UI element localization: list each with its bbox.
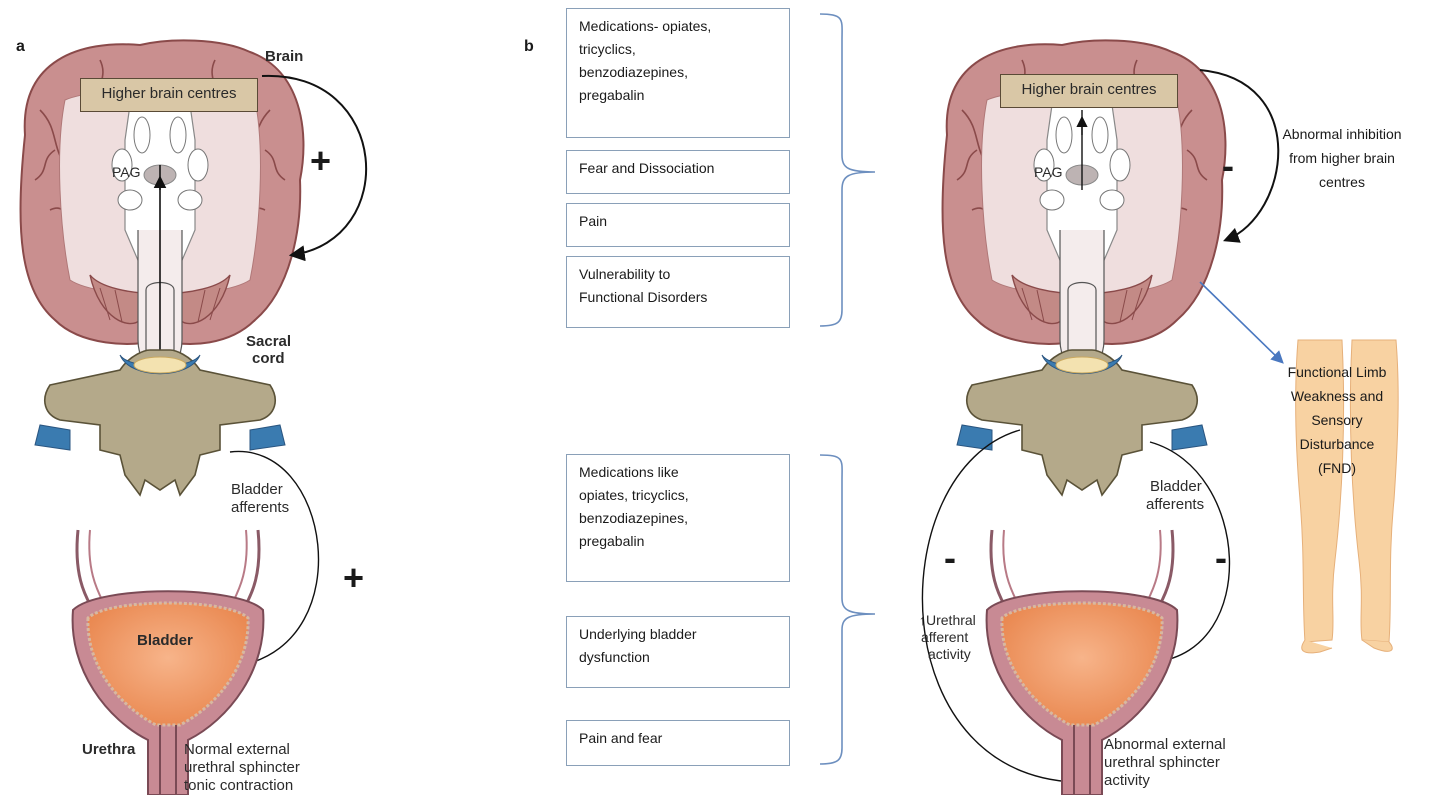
lower-bracket [820, 455, 875, 764]
lower-box-pain-fear: Pain and fear [566, 720, 790, 766]
fnd-note: Functional Limb Weakness and Sensory Dis… [1262, 360, 1412, 480]
lower-box-pain-fear-line: Pain and fear [579, 727, 777, 750]
normal-sphincter-3: tonic contraction [184, 777, 293, 794]
upper-box-vulnerability-line: Functional Disorders [579, 286, 777, 309]
lower-box-medications-line: opiates, tricyclics, [579, 484, 777, 507]
abnormal-inhibition-line: from higher brain [1262, 146, 1422, 170]
upper-box-medications-line: benzodiazepines, [579, 61, 777, 84]
urethral-afferent-1: ↑Urethral [919, 612, 976, 629]
fnd-line: Functional Limb [1262, 360, 1412, 384]
panel-b-bladder-afferents-1: Bladder [1150, 478, 1202, 495]
fnd-arrow-icon [1200, 282, 1282, 362]
abnormal-inhibition-line: Abnormal inhibition [1262, 122, 1422, 146]
bladder-label: Bladder [137, 632, 193, 649]
upper-box-vulnerability-line: Vulnerability to [579, 263, 777, 286]
fnd-line: Disturbance [1262, 432, 1412, 456]
upper-box-fear-line: Fear and Dissociation [579, 157, 777, 180]
upper-box-pain: Pain [566, 203, 790, 247]
panel-a-sacral-spine [35, 350, 285, 495]
urethral-afferent-2: afferent [921, 629, 968, 646]
fnd-line: Weakness and [1262, 384, 1412, 408]
upper-box-fear-dissociation: Fear and Dissociation [566, 150, 790, 194]
brain-label: Brain [265, 48, 303, 65]
sacral-cord-label-1: Sacral [246, 333, 291, 350]
panel-a-bladder-afferents-2: afferents [231, 499, 289, 516]
panel-b-brain-minus-sign: - [1222, 148, 1234, 184]
panel-b-higher-brain-centres: Higher brain centres [1000, 74, 1178, 108]
lower-box-medications-line: pregabalin [579, 530, 777, 553]
panel-b-left-minus-sign: - [944, 540, 956, 576]
upper-box-medications: Medications- opiates, tricyclics, benzod… [566, 8, 790, 138]
upper-box-pain-line: Pain [579, 210, 777, 233]
abnormal-inhibition-note: Abnormal inhibition from higher brain ce… [1262, 122, 1422, 194]
upper-bracket [820, 14, 875, 326]
fnd-line: Sensory [1262, 408, 1412, 432]
normal-sphincter-2: urethral sphincter [184, 759, 300, 776]
panel-a-brain-plus-sign: + [310, 143, 331, 179]
panel-b-right-minus-sign: - [1215, 540, 1227, 576]
lower-box-bladder-dysfunction: Underlying bladder dysfunction [566, 616, 790, 688]
abnormal-sphincter-3: activity [1104, 772, 1150, 789]
urethra-label: Urethra [82, 741, 135, 758]
lower-box-medications-line: Medications like [579, 461, 777, 484]
upper-box-vulnerability: Vulnerability to Functional Disorders [566, 256, 790, 328]
lower-box-dysfunction-line: Underlying bladder [579, 623, 777, 646]
panel-a-bladder-afferents-1: Bladder [231, 481, 283, 498]
lower-box-medications: Medications like opiates, tricyclics, be… [566, 454, 790, 582]
panel-a-bladder-plus-sign: + [343, 560, 364, 596]
panel-b-sacral-spine [957, 350, 1207, 495]
lower-box-dysfunction-line: dysfunction [579, 646, 777, 669]
abnormal-sphincter-1: Abnormal external [1104, 736, 1226, 753]
sacral-cord-label-2: cord [252, 350, 285, 367]
upper-box-medications-line: Medications- opiates, [579, 15, 777, 38]
lower-box-medications-line: benzodiazepines, [579, 507, 777, 530]
abnormal-inhibition-line: centres [1262, 170, 1422, 194]
panel-b-letter: b [524, 38, 534, 56]
panel-a-higher-brain-centres: Higher brain centres [80, 78, 258, 112]
upper-box-medications-line: pregabalin [579, 84, 777, 107]
fnd-line: (FND) [1262, 456, 1412, 480]
panel-b-pag-label: PAG [1034, 164, 1063, 181]
panel-a-pag-label: PAG [112, 164, 141, 181]
upper-box-medications-line: tricyclics, [579, 38, 777, 61]
urethral-afferent-3: activity [928, 646, 971, 663]
normal-sphincter-1: Normal external [184, 741, 290, 758]
abnormal-sphincter-2: urethral sphincter [1104, 754, 1220, 771]
panel-a-letter: a [16, 38, 25, 56]
panel-b-bladder-afferents-2: afferents [1146, 496, 1204, 513]
